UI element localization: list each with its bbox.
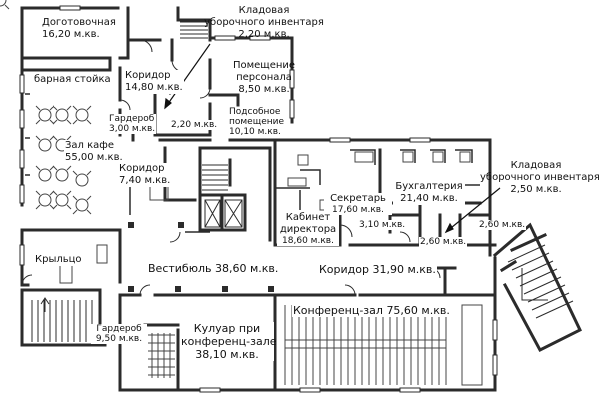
room-name: Доготовочная <box>42 17 116 28</box>
room-area: 3,10 м.кв. <box>359 220 406 230</box>
room-name: Гардероб <box>96 324 142 334</box>
room-label-260b: 2,60 м.кв. <box>478 220 527 230</box>
room-label-kryltso: Крыльцо <box>34 254 83 266</box>
room-area: 14,80 м.кв. <box>125 82 183 93</box>
stairs <box>31 21 574 342</box>
leader-arrows <box>164 43 501 234</box>
room-label-kabinet: Кабинет директора 18,60 м.кв. <box>277 212 339 246</box>
room-name-2: директора <box>279 224 337 235</box>
wardrobe-rack <box>148 333 175 378</box>
room-area: 16,20 м.кв. <box>42 29 100 40</box>
room-name-2: уборочного инвентаря <box>480 172 600 183</box>
room-name-2: персонала <box>236 72 292 83</box>
room-name-2: конференц-зале <box>181 335 277 348</box>
room-name-2: уборочного инвентаря <box>204 17 324 28</box>
room-name: Коридор <box>319 263 369 276</box>
room-area: 10,10 м.кв. <box>229 127 281 137</box>
room-label-koridor-main: Коридор 31,90 м.кв. <box>318 263 437 276</box>
room-area: 17,60 м.кв. <box>332 205 384 215</box>
room-name: Секретарь <box>330 193 386 204</box>
room-area: 75,60 м.кв. <box>386 304 450 317</box>
room-area: 2,50 м.кв. <box>510 184 562 195</box>
windows <box>19 5 498 393</box>
room-label-podsobnoe: Подсобное помещение 10,10 м.кв. <box>229 107 284 137</box>
room-name: Подсобное <box>229 107 281 117</box>
room-label-kladovaya-right: Кладовая уборочного инвентаря 2,50 м.кв. <box>480 160 600 196</box>
room-name-2: помещение <box>229 117 285 127</box>
room-label-konferents-zal: Конференц-зал 75,60 м.кв. <box>292 304 451 317</box>
room-label-zal-kafe: Зал кафе 55,00 м.кв. <box>64 140 124 164</box>
room-name: Зал кафе <box>65 140 114 151</box>
columns <box>128 222 274 292</box>
room-name: Вестибюль <box>148 262 212 275</box>
room-area: 2,60 м.кв. <box>420 237 467 247</box>
room-name: Кладовая <box>238 5 290 16</box>
room-name: Кулуар при <box>193 322 261 335</box>
elevators <box>204 199 243 228</box>
room-name: Кладовая <box>510 160 562 171</box>
room-label-kuluar: Кулуар при конференц-зале 38,10 м.кв. <box>180 322 277 361</box>
room-area: 21,40 м.кв. <box>400 193 458 204</box>
room-area: 2,20 м.кв. <box>238 29 290 40</box>
doors <box>21 39 441 296</box>
room-label-small-room: 2,20 м.кв. <box>170 120 219 130</box>
room-area: 18,60 м.кв. <box>282 236 334 246</box>
room-label-garderob-top: Гардероб 3,00 м.кв. <box>108 114 157 134</box>
room-area: 38,60 м.кв. <box>214 262 279 275</box>
conference-seats <box>284 304 483 386</box>
room-label-garderob-bottom: Гардероб 9,50 м.кв. <box>91 324 147 344</box>
room-name: барная стойка <box>34 74 111 85</box>
room-label-koridor-top: Коридор 14,80 м.кв. <box>124 70 184 94</box>
room-area: 8,50 м.кв. <box>238 84 290 95</box>
cafe-tables <box>0 0 10 10</box>
room-name: Помещение <box>232 60 296 71</box>
room-area: 55,00 м.кв. <box>65 152 123 163</box>
room-name: Гардероб <box>109 114 155 124</box>
room-name: Коридор <box>125 70 171 81</box>
room-label-310: 3,10 м.кв. <box>358 220 407 230</box>
room-label-kladovaya-top: Кладовая уборочного инвентаря 2,20 м.кв. <box>194 5 334 41</box>
room-label-pomeschenie-personala: Помещение персонала 8,50 м.кв. <box>226 60 302 96</box>
cafe-table-grid <box>35 105 92 215</box>
room-label-barnaya-stoyka: барная стойка <box>33 74 112 86</box>
room-area: 2,20 м.кв. <box>171 120 218 130</box>
room-name: Крыльцо <box>35 254 82 265</box>
room-area: 3,00 м.кв. <box>109 124 156 134</box>
room-label-sekretar: Секретарь 17,60 м.кв. <box>324 193 392 215</box>
room-label-buhgalteriya: Бухгалтерия 21,40 м.кв. <box>393 181 465 205</box>
room-area: 2,60 м.кв. <box>479 220 526 230</box>
room-name: Кабинет <box>285 212 331 223</box>
room-name: Конференц-зал <box>293 304 383 317</box>
room-area: 7,40 м.кв. <box>119 175 171 186</box>
room-name: Бухгалтерия <box>395 181 463 192</box>
room-area: 31,90 м.кв. <box>372 263 436 276</box>
room-label-260a: 2,60 м.кв. <box>419 237 468 247</box>
room-area: 9,50 м.кв. <box>95 334 143 344</box>
room-label-koridor-mid: Коридор 7,40 м.кв. <box>118 163 172 187</box>
room-area: 38,10 м.кв. <box>195 348 259 361</box>
room-label-dogotovochnaya: Доготовочная 16,20 м.кв. <box>42 17 116 41</box>
room-name: Коридор <box>119 163 165 174</box>
room-label-vestibyul: Вестибюль 38,60 м.кв. <box>147 262 280 275</box>
